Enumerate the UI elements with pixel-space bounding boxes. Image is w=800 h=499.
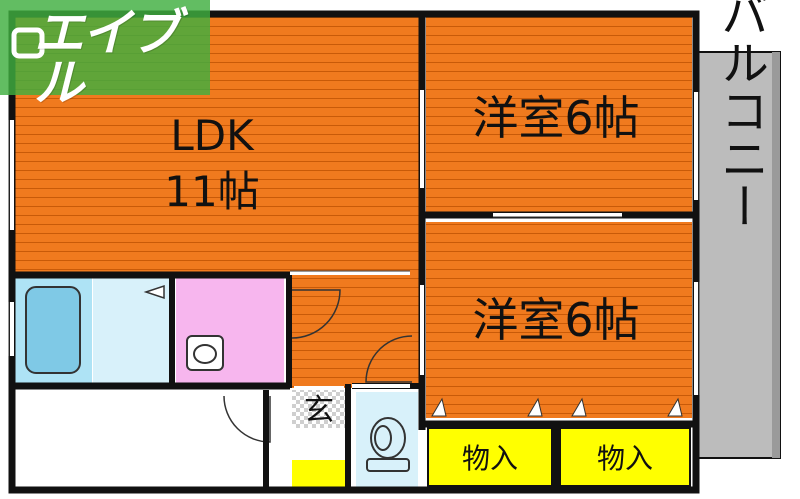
- logo-text: エイブル: [34, 4, 180, 112]
- toilet-icon: [186, 335, 224, 371]
- ldk-label: LDK: [170, 111, 255, 160]
- hallway-floor: [288, 273, 422, 388]
- sink-icon: [143, 284, 165, 300]
- shoe-storage: [292, 460, 346, 488]
- storage-left: [427, 427, 553, 487]
- logo-background: [0, 0, 210, 95]
- balcony-label: バルコニー: [712, 0, 768, 230]
- western-room-bottom-floor: [426, 222, 692, 418]
- toilet-icon-2: [366, 417, 410, 472]
- western-room-top-label: 洋室6帖: [472, 91, 639, 145]
- storage-right-label: 物入: [597, 442, 653, 475]
- entrance-label: 玄: [304, 393, 334, 428]
- logo: エイブル: [0, 0, 210, 108]
- balcony-railing: [772, 52, 780, 458]
- storage-left-label: 物入: [462, 442, 518, 475]
- western-room-top-floor: [426, 16, 692, 212]
- storage-right: [559, 427, 691, 487]
- storage-door-markers: [431, 397, 683, 417]
- bathtub-icon: [25, 286, 81, 374]
- entrance-floor: [292, 390, 346, 428]
- window-frames: [8, 92, 700, 395]
- ldk-size-label: 11帖: [164, 167, 259, 216]
- western-room-bottom-label: 洋室6帖: [472, 293, 639, 347]
- balcony: [696, 51, 781, 459]
- windows: [10, 90, 698, 395]
